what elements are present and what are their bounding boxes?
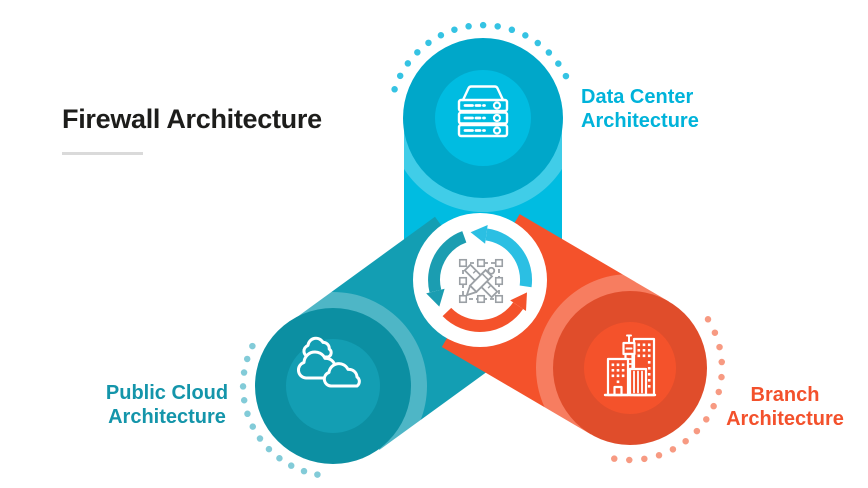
dotted-arc — [239, 331, 321, 478]
label-line: Architecture — [726, 408, 844, 430]
building-icon — [603, 334, 657, 397]
center-hub — [413, 213, 547, 347]
cycle-arrows-icon — [426, 225, 533, 332]
label-public-cloud: Public Cloud Architecture — [57, 381, 277, 429]
design-tools-cycle-icon — [458, 258, 504, 304]
label-branch: Branch Architecture — [675, 383, 868, 431]
dotted-arc — [610, 316, 726, 464]
label-line: Architecture — [108, 406, 226, 428]
cloud-icon — [297, 336, 361, 388]
label-line: Data Center — [581, 86, 694, 108]
server-icon — [457, 85, 509, 138]
label-line: Architecture — [581, 110, 699, 132]
dotted-arc — [391, 21, 575, 93]
page-title: Firewall Architecture — [62, 104, 322, 134]
label-line: Branch — [750, 384, 820, 406]
label-data-center: Data Center Architecture — [581, 85, 699, 133]
title-underline — [62, 152, 143, 155]
petal-data-center — [389, 21, 577, 281]
label-line: Public Cloud — [105, 382, 229, 404]
title-block: Firewall Architecture — [62, 104, 322, 155]
